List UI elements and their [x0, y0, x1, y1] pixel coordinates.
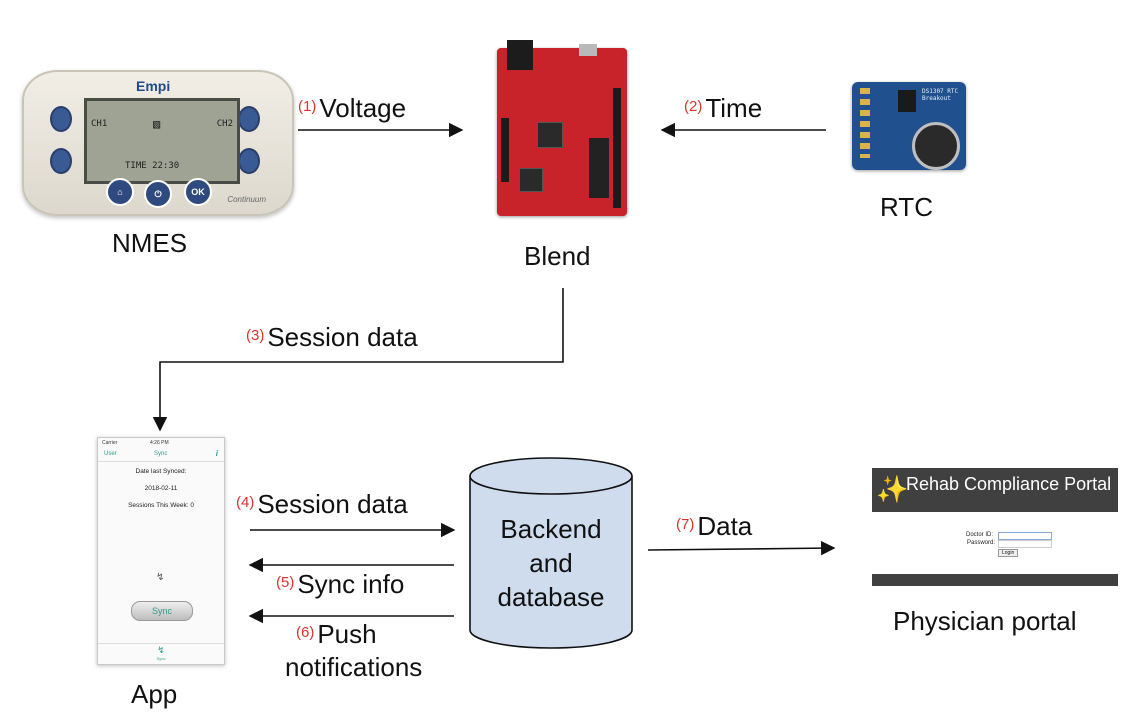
nmes-ch1: CH1: [91, 119, 108, 129]
password-label: Password:: [967, 540, 996, 546]
arrow-data-portal: [647, 540, 836, 556]
lock-icon: ▧: [153, 117, 161, 131]
rtc-board-image: DS1307 RTC Breakout: [852, 82, 966, 170]
label-time: (2)Time: [684, 93, 763, 123]
nmes-device-image: Empi CH1 CH2 ▧ TIME 22:30 ⌂ ⏻ OK Continu…: [22, 70, 294, 216]
label-push: (6)Push: [296, 619, 377, 649]
status-clock: 4:26 PM: [150, 440, 169, 446]
node-label-portal: Physician portal: [893, 606, 1077, 636]
backend-database-label: Backend and database: [470, 512, 632, 614]
sync-tab-icon[interactable]: ↯: [157, 645, 165, 655]
app-tab-bar: ↯ Sync: [98, 643, 224, 664]
portal-header: ✨ Rehab Compliance Portal: [872, 468, 1118, 512]
sessions-this-week: Sessions This Week: 0: [128, 502, 194, 509]
nmes-ok-button: OK: [184, 178, 212, 206]
nmes-model: Continuum: [227, 195, 266, 204]
nmes-left-bottom-button: [50, 148, 72, 174]
database-cylinder: [469, 457, 633, 649]
nmes-left-top-button: [50, 106, 72, 132]
node-label-app: App: [131, 679, 178, 709]
nmes-screen: CH1 CH2 ▧ TIME 22:30: [84, 98, 240, 184]
label-notifications: notifications: [285, 652, 423, 682]
bluetooth-icon: ↯: [156, 572, 165, 583]
doctor-id-input[interactable]: [998, 532, 1052, 540]
label-sync-info: (5)Sync info: [276, 569, 405, 599]
portal-title: Rehab Compliance Portal: [906, 474, 1112, 494]
pin-header-left: [501, 118, 509, 182]
login-button[interactable]: Login: [998, 549, 1019, 557]
usb-port: [579, 44, 597, 56]
carrier-text: Carrier: [102, 440, 118, 446]
blend-board-image: [497, 40, 627, 216]
status-bar: Carrier 4:26 PM: [98, 440, 224, 448]
backend-line-1: Backend: [500, 514, 602, 544]
rtc-board-label: DS1307 RTC Breakout: [922, 88, 959, 102]
label-session-data-4: (4)Session data: [236, 489, 408, 519]
physician-portal-screenshot: ✨ Rehab Compliance Portal Doctor ID: Pas…: [872, 468, 1118, 586]
nmes-ch2: CH2: [216, 119, 233, 129]
label-voltage: (1)Voltage: [298, 93, 407, 123]
rtc-chip: [898, 90, 916, 112]
info-icon[interactable]: i: [215, 449, 218, 458]
nav-title-sync: Sync: [154, 451, 168, 457]
nav-user-button[interactable]: User: [104, 451, 117, 457]
portal-footer-bar: [872, 574, 1118, 586]
date-last-synced-value: 2018-02-11: [144, 485, 178, 492]
date-last-synced-label: Date last Synced:: [135, 468, 187, 475]
node-label-nmes: NMES: [112, 228, 188, 258]
coin-battery: [912, 122, 960, 170]
portal-login-form: Doctor ID: Password: Login: [872, 512, 1118, 574]
nmes-time: TIME 22:30: [125, 161, 180, 171]
pin-header-inner: [589, 138, 609, 198]
sync-tab-label: Sync: [156, 656, 166, 661]
label-session-data-3: (3)Session data: [246, 322, 418, 352]
doctor-id-label: Doctor ID:: [966, 532, 994, 538]
microcontroller-chip: [537, 122, 563, 148]
nmes-brand: Empi: [136, 78, 171, 94]
nmes-right-bottom-button: [238, 148, 260, 174]
backend-line-3: database: [497, 582, 605, 612]
pin-header-right: [613, 88, 621, 208]
arrow-session-data-blend: [152, 288, 564, 432]
password-input[interactable]: [998, 540, 1052, 548]
node-label-blend: Blend: [524, 241, 591, 271]
app-nav-bar: User Sync i: [98, 449, 224, 462]
nmes-right-top-button: [238, 106, 260, 132]
app-phone-screenshot: Carrier 4:26 PM User Sync i Date last Sy…: [97, 437, 225, 665]
sync-button[interactable]: Sync: [131, 601, 193, 621]
power-jack: [507, 40, 533, 70]
power-icon: ⏻: [144, 180, 172, 208]
home-icon: ⌂: [106, 178, 134, 206]
rtc-pins: [860, 88, 870, 158]
runner-icon: ✨: [876, 474, 909, 504]
backend-line-2: and: [529, 548, 573, 578]
label-data: (7)Data: [676, 511, 753, 541]
node-label-rtc: RTC: [880, 192, 933, 222]
ble-module-chip: [519, 168, 543, 192]
